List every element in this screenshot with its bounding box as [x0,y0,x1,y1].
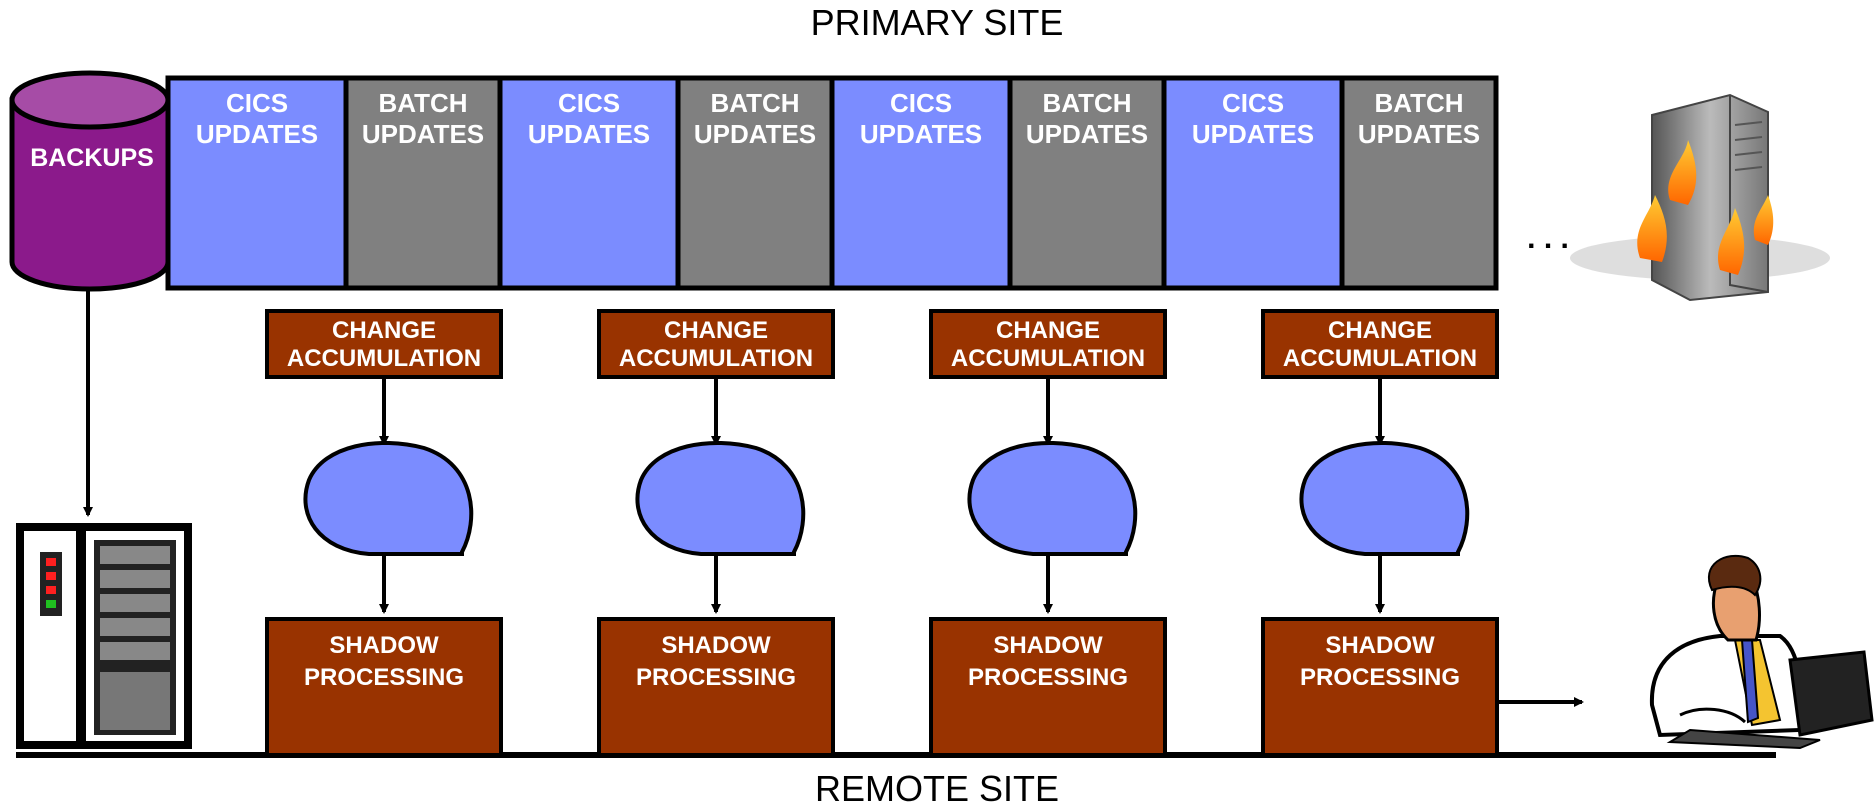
segment-label-line2: UPDATES [1358,119,1480,149]
change-accumulation-line2: ACCUMULATION [951,345,1145,372]
log-file-icon [635,441,806,556]
segment-label-line1: CICS [558,88,620,118]
shadow-processing-box [265,617,503,757]
segment-label-line2: UPDATES [528,119,650,149]
shadow-processing-box [929,617,1167,757]
shadow-processing-line2: PROCESSING [304,664,464,691]
segment-label-line1: CICS [226,88,288,118]
segment-label-line2: UPDATES [362,119,484,149]
update-timeline: CICSUPDATESBATCHUPDATESCICSUPDATESBATCHU… [165,75,1499,291]
segment-label-line2: UPDATES [1192,119,1314,149]
shadow-processing-box [1261,617,1499,757]
log-file-icon [1299,441,1470,556]
shadow-processing-line1: SHADOW [993,632,1103,659]
segment-label-line1: BATCH [710,88,799,118]
shadow-processing-line1: SHADOW [661,632,771,659]
segment-label-line1: BATCH [1042,88,1131,118]
shadow-pipelines: CHANGEACCUMULATIONSHADOWPROCESSINGCHANGE… [265,309,1499,757]
shadow-processing-line1: SHADOW [1325,632,1435,659]
change-accumulation-line2: ACCUMULATION [1283,345,1477,372]
person-at-computer-icon [1649,554,1874,750]
shadow-processing-line2: PROCESSING [636,664,796,691]
remote-server-rack-icon [16,523,192,749]
change-accumulation-line1: CHANGE [996,317,1100,344]
shadow-processing-line1: SHADOW [329,632,439,659]
change-accumulation-line2: ACCUMULATION [287,345,481,372]
segment-label-line2: UPDATES [1026,119,1148,149]
segment-label-line2: UPDATES [860,119,982,149]
segment-label-line1: CICS [890,88,952,118]
change-accumulation-line1: CHANGE [1328,317,1432,344]
database-cylinder-icon [9,70,171,292]
shadow-processing-box [597,617,835,757]
segment-label-line1: BATCH [1374,88,1463,118]
log-file-icon [303,441,474,556]
change-accumulation-line2: ACCUMULATION [619,345,813,372]
shadow-processing-line2: PROCESSING [1300,664,1460,691]
segment-label-line2: UPDATES [694,119,816,149]
backups-database: BACKUPS [9,70,171,292]
burning-server-icon [1570,93,1830,302]
log-file-icon [967,441,1138,556]
backups-label: BACKUPS [30,144,154,172]
remote-site-label: REMOTE SITE [814,768,1060,809]
change-accumulation-line1: CHANGE [332,317,436,344]
change-accumulation-line1: CHANGE [664,317,768,344]
continuation-ellipsis: . . . [1527,222,1569,255]
primary-site-label: PRIMARY SITE [810,2,1064,43]
shadow-processing-line2: PROCESSING [968,664,1128,691]
segment-label-line1: BATCH [378,88,467,118]
segment-label-line2: UPDATES [196,119,318,149]
segment-label-line1: CICS [1222,88,1284,118]
change-accumulation-box [265,309,503,379]
